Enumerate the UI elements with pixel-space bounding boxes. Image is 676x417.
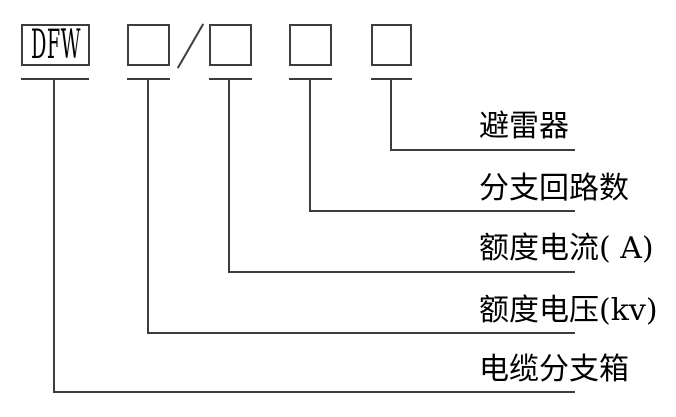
label-cable-branch-box: 电缆分支箱	[479, 352, 629, 387]
leader-horizontal-rated-voltage	[147, 332, 575, 334]
label-branch-circuit-count: 分支回路数	[479, 171, 629, 206]
model-prefix-text: DFW	[30, 22, 81, 68]
model-field-box-voltage	[127, 24, 170, 66]
leader-vertical-branch-circuits	[309, 79, 311, 212]
box-tick-line-1	[21, 78, 89, 80]
leader-vertical-rated-voltage	[147, 79, 149, 334]
leader-horizontal-cable-box	[53, 391, 575, 393]
box-tick-line-3	[209, 78, 252, 80]
leader-vertical-rated-current	[228, 79, 230, 273]
leader-horizontal-branch-circuits	[309, 210, 575, 212]
label-rated-voltage: 额度电压(kv)	[479, 293, 658, 328]
model-field-box-current	[209, 24, 252, 66]
leader-horizontal-arrester	[390, 149, 575, 151]
label-rated-current: 额度电流( A)	[479, 231, 654, 266]
label-arrester: 避雷器	[479, 109, 569, 144]
model-field-box-arrester	[371, 24, 412, 66]
model-field-box-branch-circuits	[289, 24, 332, 66]
leader-vertical-arrester	[390, 79, 392, 151]
leader-horizontal-rated-current	[228, 271, 575, 273]
model-prefix-box: DFW	[21, 24, 90, 66]
leader-vertical-cable-box	[53, 79, 55, 393]
slash-separator-icon	[176, 23, 205, 69]
